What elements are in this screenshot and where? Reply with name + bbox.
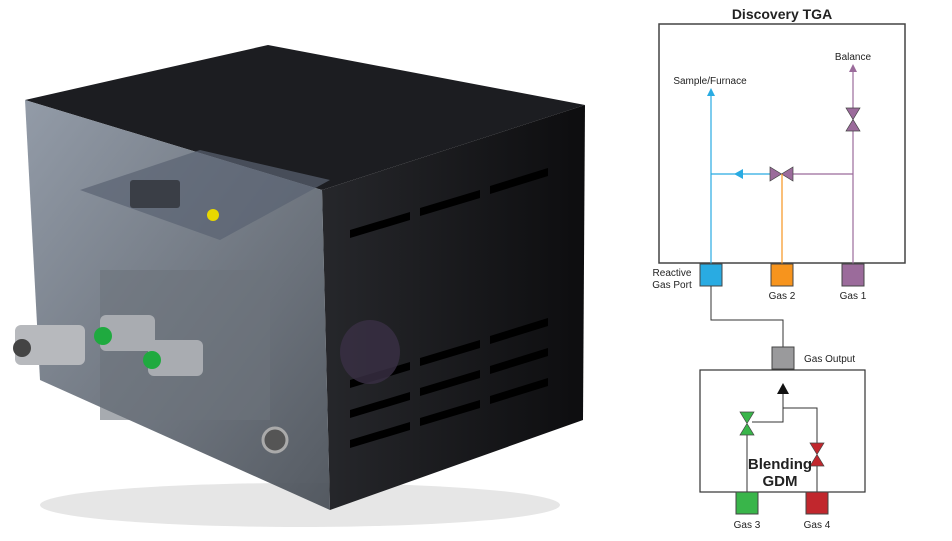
gas2-port xyxy=(770,263,794,287)
flow-diagram: Discovery TGA Sample/Furnace Balance Rea… xyxy=(652,6,906,531)
push-fitting-2 xyxy=(148,340,203,376)
vent-slots xyxy=(350,168,548,448)
push-fitting-1 xyxy=(100,315,155,351)
shadow xyxy=(40,483,560,527)
arrow-left-icon xyxy=(734,169,743,179)
label-gas1: Gas 1 xyxy=(840,291,867,302)
top-face xyxy=(25,45,585,190)
valve-coil xyxy=(340,320,400,384)
arrow-up-icon xyxy=(777,383,789,394)
label-gas3: Gas 3 xyxy=(734,520,761,531)
label-balance: Balance xyxy=(835,52,872,63)
power-jack xyxy=(261,426,289,454)
valve-icon xyxy=(739,411,755,436)
fitting-opening xyxy=(13,339,31,357)
label-gas-output: Gas Output xyxy=(804,354,855,365)
label-reactive: Reactive xyxy=(653,268,692,279)
label-gas-port: Gas Port xyxy=(652,280,692,291)
diagram-title: Discovery TGA xyxy=(732,6,832,22)
gas-delivery-module-photo xyxy=(13,45,585,527)
circuit-board xyxy=(80,150,330,240)
arrow-up-icon xyxy=(849,64,857,72)
right-face xyxy=(322,105,585,510)
label-gdm: GDM xyxy=(763,473,798,490)
gas1-port xyxy=(841,263,865,287)
gas4-port xyxy=(805,491,829,515)
valve-icon xyxy=(809,442,825,467)
serial-connector xyxy=(130,180,180,208)
arrow-up-icon xyxy=(707,88,715,96)
label-gas4: Gas 4 xyxy=(804,520,831,531)
fitting-left xyxy=(15,325,85,365)
valve-icon xyxy=(845,107,861,132)
gas-output-port xyxy=(771,346,795,370)
gdm-box xyxy=(699,369,866,493)
gas3-port xyxy=(735,491,759,515)
label-gas2: Gas 2 xyxy=(769,291,796,302)
indicator-button xyxy=(207,209,219,221)
reactive-gas-port xyxy=(699,263,723,287)
green-port-1 xyxy=(94,327,112,345)
label-blending: Blending xyxy=(748,456,812,473)
label-sample-furnace: Sample/Furnace xyxy=(673,76,747,87)
green-port-2 xyxy=(143,351,161,369)
